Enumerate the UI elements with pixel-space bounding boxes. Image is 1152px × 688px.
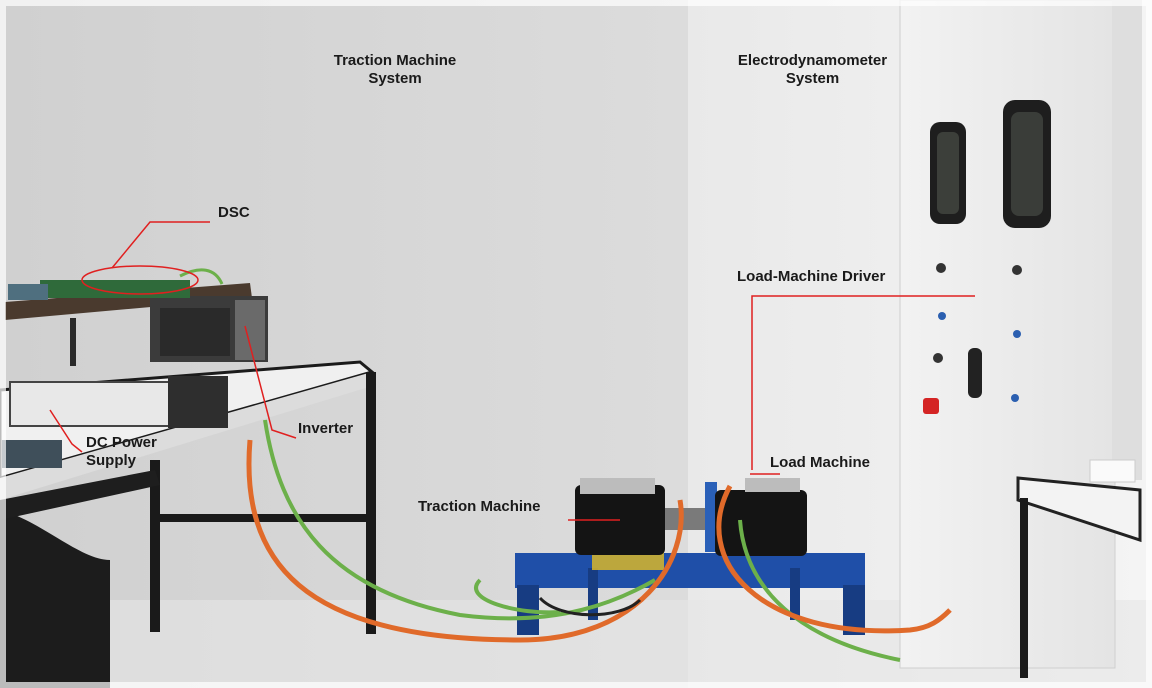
load-machine-label: Load Machine: [770, 454, 871, 471]
dc-power-line1: DC Power: [86, 434, 157, 451]
traction-system-line1: Traction Machine: [333, 52, 457, 69]
electro-system-line2: System: [785, 70, 840, 87]
dsc-leader: [111, 221, 210, 269]
traction-machine-system-title: Traction Machine System: [310, 52, 480, 88]
equipment-shelf: [2, 280, 268, 468]
traction-machine-label: Traction Machine: [418, 498, 541, 515]
right-table: [1016, 459, 1142, 678]
inverter-leader: [244, 325, 297, 439]
dc-power-line2: Supply: [86, 452, 137, 469]
dc-power-leader: [49, 409, 83, 453]
dc-power-supply-label: DC Power Supply: [86, 434, 157, 470]
driver-leader: [751, 295, 975, 470]
traction-system-line2: System: [368, 70, 422, 87]
annotation-lines: [49, 221, 975, 521]
load-machine-driver-label: Load-Machine Driver: [737, 268, 886, 285]
cables: [179, 268, 952, 662]
dsc-highlight: [81, 265, 199, 295]
test-bench: [515, 478, 865, 635]
inverter-label: Inverter: [298, 420, 354, 437]
dsc-label: DSC: [218, 204, 250, 221]
load-machine-driver-cabinet: [899, 0, 1142, 669]
electrodynamometer-system-title: Electrodynamometer System: [715, 52, 910, 88]
electro-system-line1: Electrodynamometer: [737, 52, 888, 69]
